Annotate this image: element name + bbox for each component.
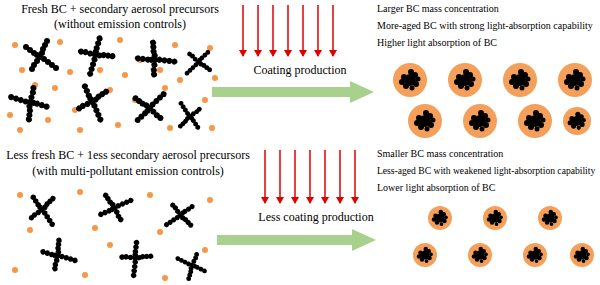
caption-text: (with multi-pollutant emission controls) [32, 165, 224, 179]
coated-bc-particles [393, 63, 592, 138]
caption-text: Larger BC mass concentration [377, 3, 499, 15]
caption-text: Coating production [254, 64, 347, 78]
bc-aggregates [23, 185, 208, 283]
caption-text: Smaller BC mass concentration [377, 148, 503, 160]
caption-text: Less coating production [258, 211, 373, 225]
caption-text: Higher light absorption of BC [377, 37, 497, 49]
process-arrow [217, 229, 376, 251]
caption-text: (without emission controls) [54, 18, 186, 32]
coated-bc-particles [413, 206, 594, 267]
sunlight-arrows [243, 5, 333, 56]
sunlight-arrows [265, 150, 355, 203]
process-arrow [212, 81, 374, 103]
caption-text: Lower light absorption of BC [377, 182, 495, 194]
bc-aggregates [7, 33, 215, 135]
caption-text: Less fresh BC + 1ess secondary aerosol p… [6, 149, 250, 163]
caption-text: Fresh BC + secondary aerosol precursors [21, 3, 219, 17]
caption-text: More-aged BC with strong light-absorptio… [377, 20, 593, 32]
caption-text: Less-aged BC with weakened light-absorpt… [377, 165, 595, 176]
